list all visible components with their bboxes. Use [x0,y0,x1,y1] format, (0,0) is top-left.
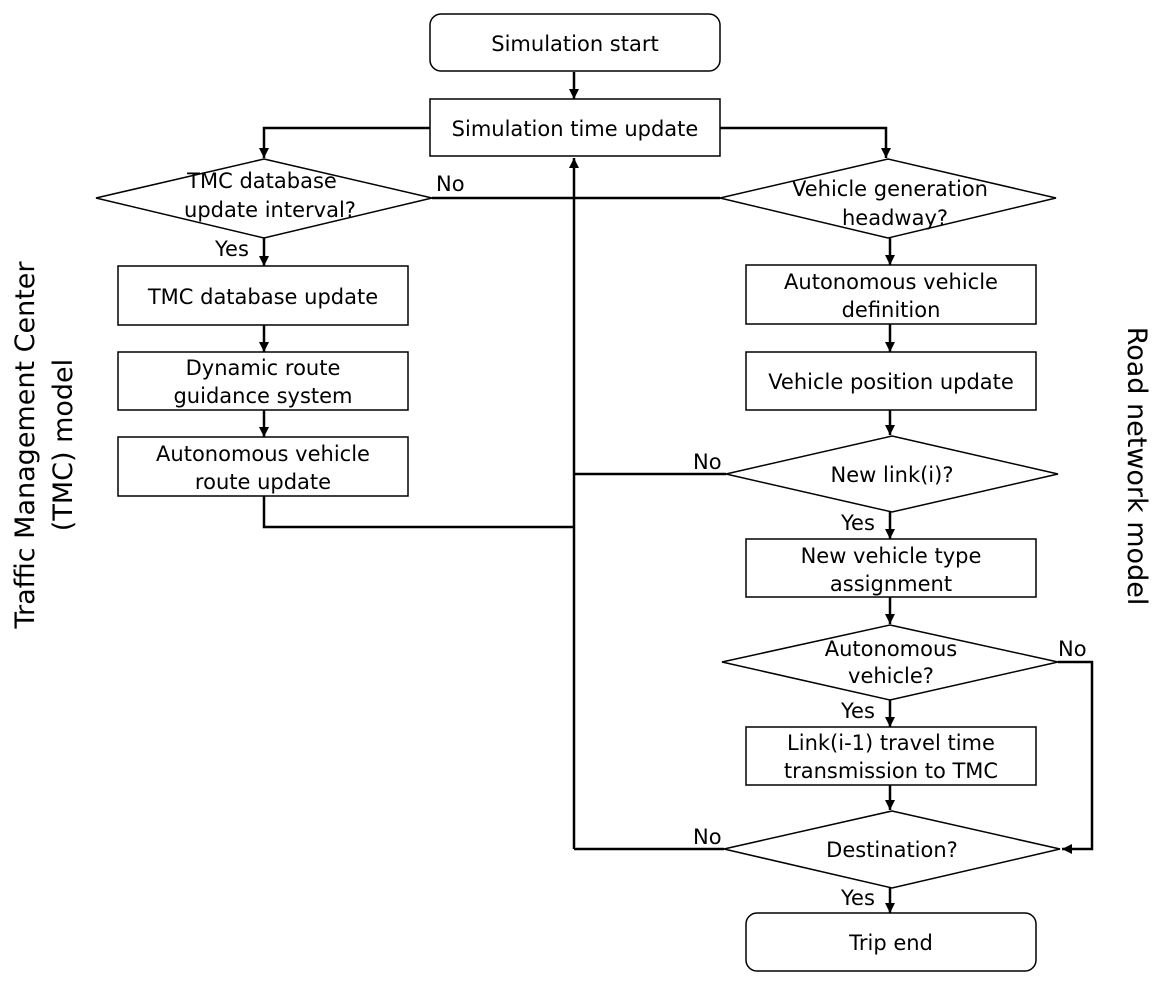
node-label: TMC database [186,169,337,193]
node-simulation-start: Simulation start [429,13,721,72]
node-link-travel-time-transmission: Link(i-1) travel time transmission to TM… [745,726,1037,786]
node-label: update interval? [184,198,356,222]
node-label: New link(i)? [831,463,954,487]
edge-labels: No Yes No Yes No Yes No Yes [214,172,1087,910]
edge-time-to-veh-gen [720,126,891,158]
node-label: Autonomous vehicle [784,270,998,294]
side-label-tmc-model-line1: Traffic Management Center [10,261,41,630]
node-label: Link(i-1) travel time [787,731,995,755]
node-label: vehicle? [848,664,934,688]
label-av-yes: Yes [840,699,875,723]
node-label: headway? [842,206,948,230]
node-label: Simulation time update [452,117,699,141]
edge-av-q-no [1058,660,1094,854]
node-label: Vehicle generation [792,177,988,201]
node-label: definition [842,298,941,322]
node-dynamic-route-guidance: Dynamic route guidance system [117,351,409,411]
node-label: TMC database update [147,285,378,309]
node-autonomous-vehicle-route-update: Autonomous vehicle route update [117,436,409,497]
node-tmc-database-update: TMC database update [117,265,409,326]
edge-time-to-tmc-interval [259,126,430,158]
side-label-road-network-model: Road network model [1121,327,1152,606]
label-dest-no: No [693,825,722,849]
label-link-no: No [693,450,722,474]
node-new-link: New link(i)? [725,435,1059,513]
node-label: Destination? [826,838,958,862]
label-dest-yes: Yes [840,886,875,910]
node-vehicle-generation-headway: Vehicle generation headway? [719,158,1057,239]
node-label: Vehicle position update [768,370,1014,394]
side-label-tmc-model-line2: (TMC) model [48,359,79,531]
node-new-vehicle-type-assignment: New vehicle type assignment [745,538,1037,598]
node-label: Autonomous vehicle [156,442,370,466]
node-label: guidance system [173,384,352,408]
node-autonomous-vehicle-definition: Autonomous vehicle definition [745,264,1037,325]
node-label: Dynamic route [186,356,341,380]
node-autonomous-vehicle-question: Autonomous vehicle? [721,624,1059,701]
node-vehicle-position-update: Vehicle position update [745,351,1037,411]
node-label: assignment [830,572,952,596]
node-label: Autonomous [825,637,957,661]
node-label: Simulation start [491,32,658,56]
edge-av-route-return [262,496,574,529]
node-label: transmission to TMC [784,759,998,783]
label-tmc-no: No [436,172,465,196]
node-label: route update [195,470,331,494]
node-simulation-time-update: Simulation time update [429,98,721,157]
label-link-yes: Yes [840,511,875,535]
node-label: Trip end [848,931,933,955]
node-trip-end: Trip end [745,912,1037,972]
node-tmc-database-update-interval: TMC database update interval? [95,158,433,239]
label-av-no: No [1058,637,1087,661]
node-destination: Destination? [723,810,1061,889]
node-label: New vehicle type [801,544,982,568]
connectors [259,72,1094,913]
label-tmc-yes: Yes [214,237,249,261]
